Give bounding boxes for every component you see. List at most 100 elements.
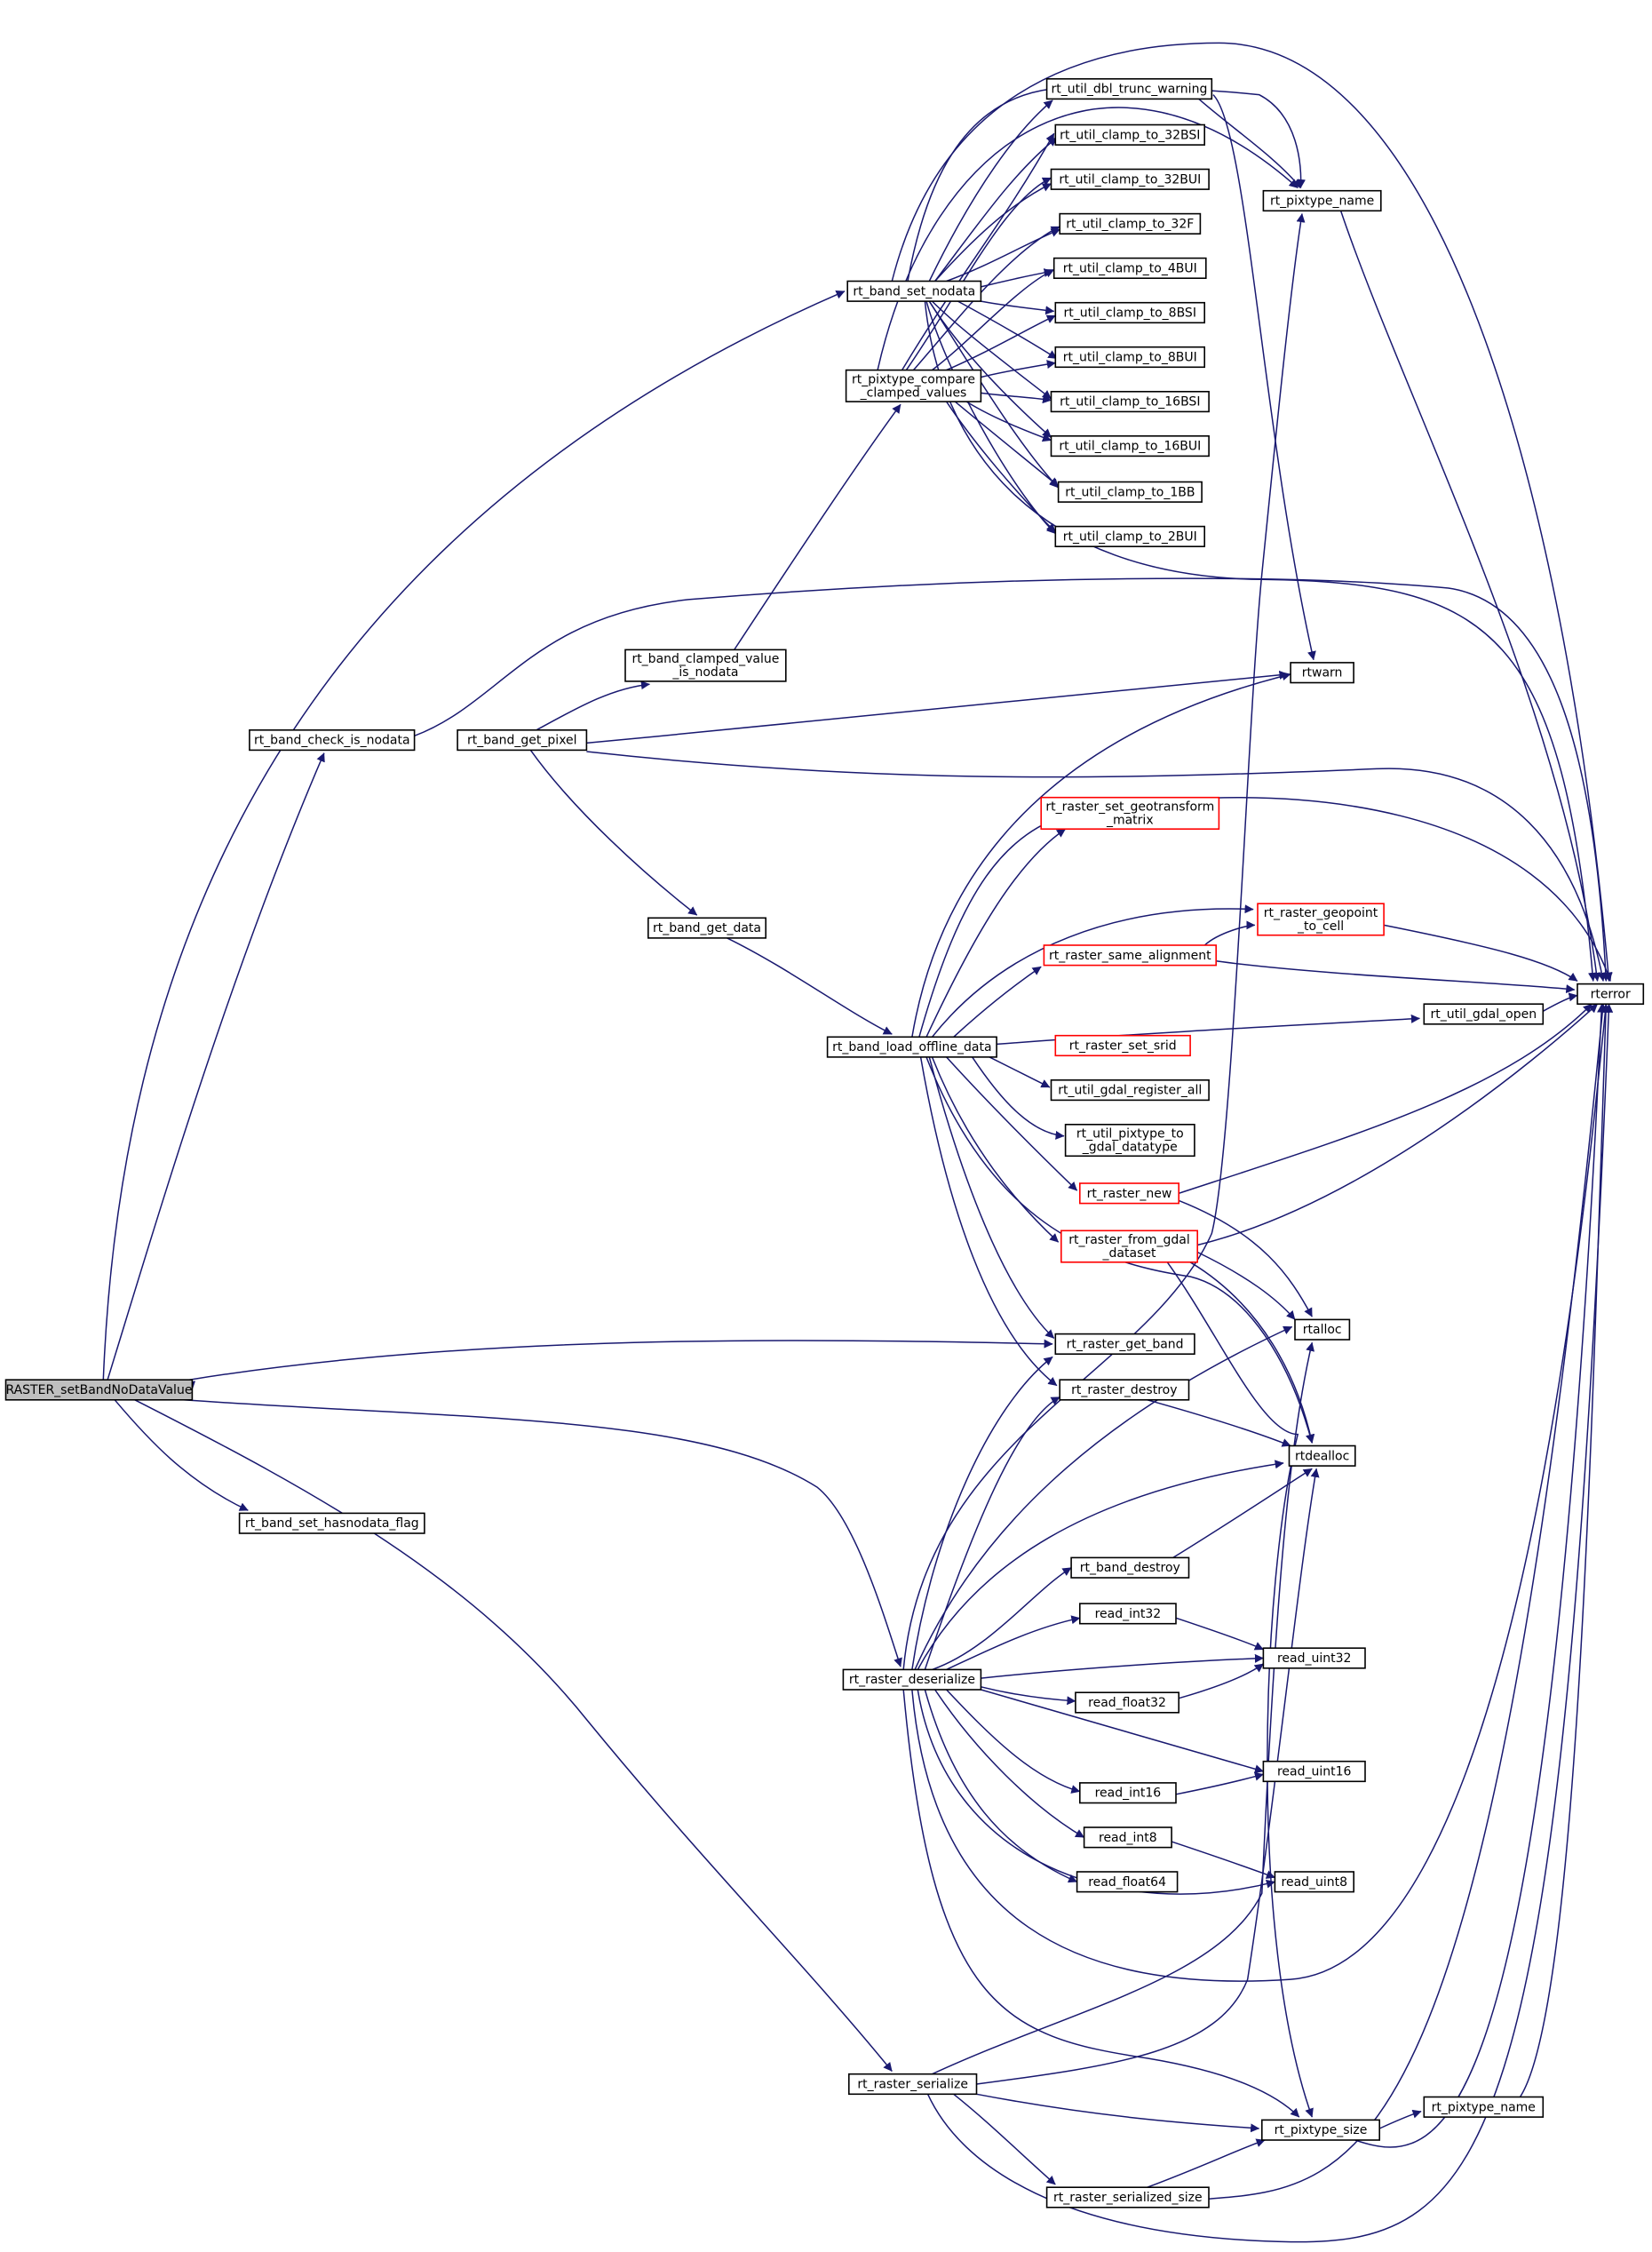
node-get-data[interactable]: rt_band_get_data <box>647 917 766 939</box>
node-c4bui[interactable]: rt_util_clamp_to_4BUI <box>1052 257 1207 280</box>
node-pixtype-name1[interactable]: rt_pixtype_name <box>1262 189 1382 212</box>
node-label: rtdealloc <box>1295 1449 1349 1463</box>
node-raster-destroy[interactable]: rt_raster_destroy <box>1059 1379 1190 1401</box>
node-label: read_int32 <box>1095 1607 1162 1621</box>
call-edge <box>1209 1003 1608 2200</box>
node-box <box>457 728 588 752</box>
node-gdal-register[interactable]: rt_util_gdal_register_all <box>1050 1079 1210 1102</box>
node-c32bui[interactable]: rt_util_clamp_to_32BUI <box>1050 168 1210 190</box>
call-edge <box>902 1689 1300 2118</box>
node-box <box>1045 2186 1210 2208</box>
call-edge <box>529 749 698 916</box>
node-dbl-trunc[interactable]: rt_util_dbl_trunc_warning <box>1045 78 1213 100</box>
node-read-float64[interactable]: read_float64 <box>1076 1871 1179 1893</box>
node-read-int16[interactable]: read_int16 <box>1079 1782 1177 1804</box>
node-label: rt_band_get_pixel <box>467 734 577 748</box>
node-root[interactable]: RASTER_setBandNoDataValue <box>4 1379 194 1401</box>
call-edge <box>1383 924 1578 983</box>
call-edge <box>924 301 1597 982</box>
call-edge <box>1189 1261 1315 1444</box>
call-edge <box>932 1567 1072 1671</box>
call-edge <box>981 392 1052 404</box>
node-rtdealloc[interactable]: rtdealloc <box>1288 1444 1356 1467</box>
node-read-uint8[interactable]: read_uint8 <box>1274 1871 1355 1893</box>
node-check-nodata[interactable]: rt_band_check_is_nodata <box>249 728 416 752</box>
call-edge <box>989 1056 1051 1088</box>
node-set-srid[interactable]: rt_raster_set_srid <box>1054 1034 1191 1057</box>
node-set-nodata[interactable]: rt_band_set_nodata <box>846 280 982 302</box>
node-label: rt_util_clamp_to_2BUI <box>1063 529 1197 544</box>
node-read-int8[interactable]: read_int8 <box>1083 1826 1172 1849</box>
node-label: RASTER_setBandNoDataValue <box>5 1383 192 1397</box>
call-edge <box>945 401 1056 533</box>
node-c8bsi[interactable]: rt_util_clamp_to_8BSI <box>1054 301 1206 324</box>
node-c2bui[interactable]: rt_util_clamp_to_2BUI <box>1054 525 1206 547</box>
node-label: _matrix <box>1106 813 1154 827</box>
call-edge <box>932 268 1055 371</box>
node-pixtype-name2[interactable]: rt_pixtype_name <box>1423 2096 1545 2118</box>
node-box <box>1083 1826 1172 1849</box>
call-edge <box>901 132 1055 370</box>
node-label: rtwarn <box>1302 666 1343 680</box>
node-c32f[interactable]: rt_util_clamp_to_32F <box>1059 212 1202 235</box>
node-box <box>4 1379 194 1401</box>
node-box <box>624 649 787 682</box>
node-label: rt_raster_deserialize <box>849 1673 975 1687</box>
node-rtwarn[interactable]: rtwarn <box>1290 662 1354 684</box>
node-read-uint16[interactable]: read_uint16 <box>1262 1760 1366 1783</box>
node-raster-new[interactable]: rt_raster_new <box>1079 1182 1180 1205</box>
node-read-float32[interactable]: read_float32 <box>1075 1691 1180 1714</box>
node-serialized-size[interactable]: rt_raster_serialized_size <box>1045 2186 1210 2208</box>
call-edge <box>1175 1617 1264 1651</box>
call-edge <box>953 2093 1056 2185</box>
node-box <box>1423 1003 1545 1025</box>
call-edge <box>536 680 650 731</box>
node-same-align[interactable]: rt_raster_same_alignment <box>1043 944 1218 967</box>
node-serialize[interactable]: rt_raster_serialize <box>847 2073 978 2096</box>
node-read-uint32[interactable]: read_uint32 <box>1262 1647 1366 1669</box>
call-edge <box>1147 2138 1266 2188</box>
call-edge <box>911 1003 1610 1982</box>
node-label: rt_raster_get_band <box>1067 1337 1184 1351</box>
call-edge <box>1147 1399 1291 1447</box>
call-edge <box>1178 1199 1313 1317</box>
node-gdal-open[interactable]: rt_util_gdal_open <box>1423 1003 1545 1025</box>
node-label: rt_band_set_hasnodata_flag <box>245 1516 419 1531</box>
call-edge <box>102 290 846 1381</box>
node-geopoint[interactable]: rt_raster_geopoint_to_cell <box>1257 903 1385 936</box>
node-c1bb[interactable]: rt_util_clamp_to_1BB <box>1057 481 1203 503</box>
node-c8bui[interactable]: rt_util_clamp_to_8BUI <box>1054 346 1206 369</box>
node-box <box>845 369 982 402</box>
node-hasnodata[interactable]: rt_band_set_hasnodata_flag <box>238 1512 425 1534</box>
call-edge <box>1175 1771 1264 1795</box>
node-from-gdal[interactable]: rt_raster_from_gdal_dataset <box>1060 1229 1199 1263</box>
node-rtalloc[interactable]: rtalloc <box>1294 1318 1351 1341</box>
node-set-geotransform[interactable]: rt_raster_set_geotransform_matrix <box>1040 796 1220 831</box>
call-edge <box>928 300 1060 489</box>
node-c16bui[interactable]: rt_util_clamp_to_16BUI <box>1050 434 1210 458</box>
call-edge <box>1339 211 1601 982</box>
node-pixtype-gdal[interactable]: rt_util_pixtype_to_gdal_datatype <box>1064 1124 1195 1158</box>
node-band-destroy[interactable]: rt_band_destroy <box>1070 1556 1190 1579</box>
node-compare[interactable]: rt_pixtype_compare_clamped_values <box>845 369 982 402</box>
nodes-layer: RASTER_setBandNoDataValue rt_band_set_nod… <box>4 78 1645 2208</box>
node-c16bsi[interactable]: rt_util_clamp_to_16BSI <box>1050 390 1210 413</box>
node-clamped-nodata[interactable]: rt_band_clamped_value_is_nodata <box>624 649 787 682</box>
node-get-pixel[interactable]: rt_band_get_pixel <box>457 728 588 752</box>
node-box <box>647 917 766 939</box>
node-box <box>1070 1556 1190 1579</box>
node-c32bsi[interactable]: rt_util_clamp_to_32BSI <box>1054 123 1206 146</box>
node-read-int32[interactable]: read_int32 <box>1079 1603 1177 1625</box>
call-edge <box>965 401 1052 442</box>
node-pixtype-size[interactable]: rt_pixtype_size <box>1261 2119 1381 2141</box>
node-get-band[interactable]: rt_raster_get_band <box>1054 1333 1195 1355</box>
call-edge <box>946 1615 1081 1671</box>
node-load-offline[interactable]: rt_band_load_offline_data <box>826 1036 997 1058</box>
node-box <box>1050 168 1210 190</box>
node-label: rt_raster_destroy <box>1071 1383 1177 1397</box>
call-edge <box>911 1356 1053 1670</box>
node-rterror[interactable]: rterror <box>1577 983 1645 1005</box>
call-edge <box>981 1686 1076 1706</box>
node-deserialize[interactable]: rt_raster_deserialize <box>842 1668 982 1691</box>
node-label: rt_band_set_nodata <box>853 284 975 298</box>
